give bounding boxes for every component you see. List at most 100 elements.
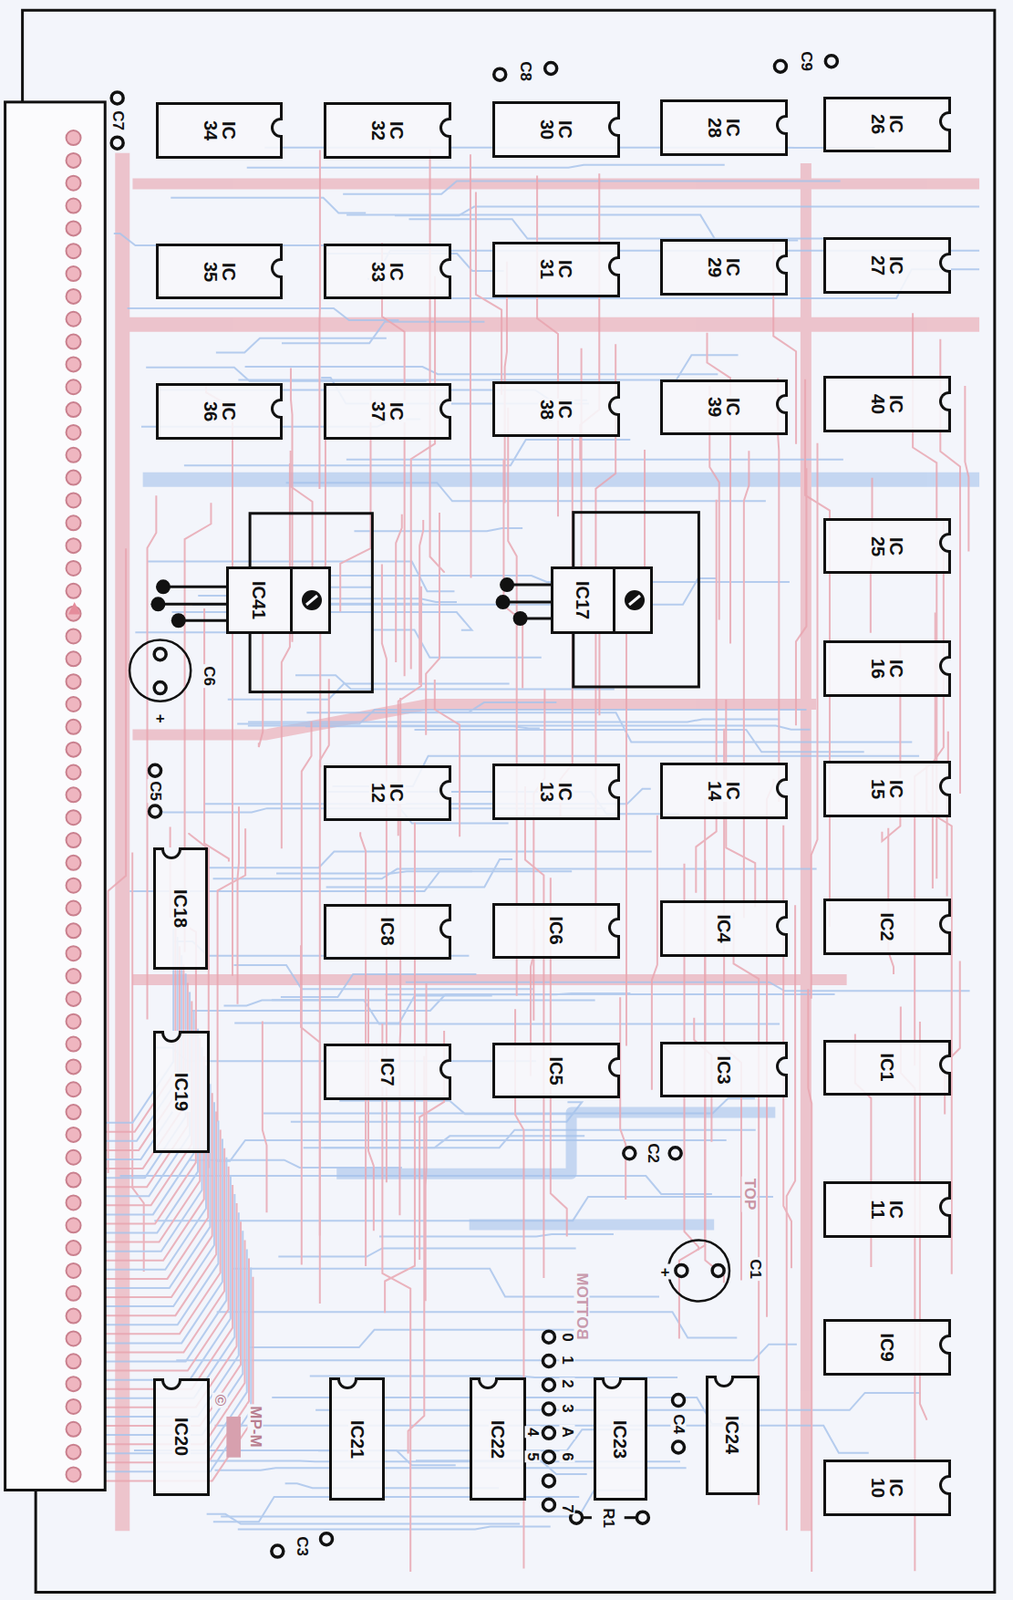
trace xyxy=(247,165,725,168)
trace xyxy=(342,181,840,195)
ic-label: IC 27 xyxy=(868,254,906,277)
trace xyxy=(248,718,780,722)
ic-label: IC41 xyxy=(249,579,269,621)
part-label: C5 xyxy=(147,778,164,803)
ic-package: IC 10 xyxy=(823,1458,951,1516)
pin1-notch xyxy=(939,532,951,553)
trace xyxy=(213,868,817,879)
finger-pad xyxy=(66,764,82,780)
ic-package: IC5 xyxy=(492,1042,621,1099)
signal-traces xyxy=(102,147,980,1572)
ic-label: IC 26 xyxy=(868,113,906,135)
ic-package: IC 27 xyxy=(823,237,951,294)
ic-label: IC5 xyxy=(547,1054,566,1086)
solder-pad xyxy=(774,60,786,73)
ic-package: IC4 xyxy=(660,899,788,957)
pin1-notch xyxy=(608,917,621,938)
pin1-notch xyxy=(775,915,788,936)
finger-pad xyxy=(66,628,82,643)
trace xyxy=(385,702,557,713)
solder-pad xyxy=(542,1426,555,1438)
trace xyxy=(414,729,865,752)
ic-label: IC9 xyxy=(878,1331,897,1362)
trace xyxy=(237,709,807,724)
pin1-notch xyxy=(939,1196,951,1217)
finger-pad xyxy=(66,1194,82,1210)
jumper-number: 3 xyxy=(559,1401,576,1414)
trace xyxy=(102,1211,239,1417)
solder-pad xyxy=(672,1440,685,1453)
pin1-notch xyxy=(161,1030,182,1043)
screw-head xyxy=(624,589,645,610)
trace xyxy=(394,206,980,217)
screw-head xyxy=(301,589,322,610)
solder-pad xyxy=(675,1263,688,1276)
pin1-notch xyxy=(161,847,182,859)
pin1-notch xyxy=(270,258,283,279)
ic-package: IC 29 xyxy=(660,238,788,296)
finger-pad xyxy=(66,1444,82,1459)
ic-label: IC7 xyxy=(378,1055,397,1086)
ic-label: IC 39 xyxy=(705,395,743,418)
finger-pad xyxy=(66,1308,82,1324)
jumper-number: 0 xyxy=(559,1330,576,1343)
pin1-notch xyxy=(439,398,452,419)
part-label: R1 xyxy=(599,1505,616,1530)
power-trace xyxy=(800,163,812,1530)
ic-label: IC2 xyxy=(878,910,897,941)
ic-package: IC21 xyxy=(329,1376,386,1499)
finger-pad xyxy=(66,492,82,507)
ic-label: IC6 xyxy=(547,915,566,946)
ic-label: IC 32 xyxy=(369,119,406,142)
ic-package: IC24 xyxy=(705,1374,760,1495)
resistor-lead xyxy=(582,1515,592,1519)
ic-package: IC 31 xyxy=(492,241,621,299)
ic-label: IC19 xyxy=(172,1071,191,1112)
ic-label: IC 36 xyxy=(201,400,238,423)
finger-pad xyxy=(66,786,82,802)
solder-pad xyxy=(154,682,166,694)
finger-pad xyxy=(66,809,82,825)
regulator-leg xyxy=(157,602,227,606)
voltage-regulator: IC17 xyxy=(550,566,653,634)
screw-slot xyxy=(306,595,318,605)
ic-package: IC 16 xyxy=(823,640,951,697)
finger-pad xyxy=(66,1081,82,1096)
screw-slot xyxy=(629,595,641,605)
pin1-notch xyxy=(939,391,951,412)
part-label: C7 xyxy=(109,108,125,133)
part-label: C9 xyxy=(797,49,814,73)
ic-label: IC 34 xyxy=(201,119,238,142)
trace xyxy=(127,308,400,321)
jumper-number: 4 xyxy=(525,1425,541,1437)
finger-pad xyxy=(66,1330,82,1345)
pin1-notch xyxy=(337,1376,358,1389)
solder-pad xyxy=(499,577,515,592)
ic-label: IC22 xyxy=(488,1417,507,1458)
pin1-notch xyxy=(939,913,951,934)
trace xyxy=(154,1196,774,1220)
trace xyxy=(248,1329,584,1347)
finger-pad xyxy=(66,1104,82,1119)
pin1-notch xyxy=(270,398,283,419)
ic-package: IC3 xyxy=(660,1041,788,1098)
trace xyxy=(339,1100,574,1115)
trace xyxy=(102,1001,192,1206)
ic-label: IC18 xyxy=(171,888,190,929)
part-label: C4 xyxy=(671,1411,687,1436)
solder-pad xyxy=(150,596,166,611)
trace xyxy=(290,1101,582,1122)
pin1-notch xyxy=(270,117,283,138)
jumper-number: 5 xyxy=(525,1449,541,1462)
trace xyxy=(795,467,807,725)
trace xyxy=(263,1097,755,1113)
pin1-notch xyxy=(439,779,452,800)
trace xyxy=(102,1184,233,1389)
trace xyxy=(425,512,440,735)
trace xyxy=(786,904,796,1530)
maker-logo xyxy=(226,1416,241,1458)
ic-label: IC 38 xyxy=(537,398,575,421)
ic-package: IC19 xyxy=(153,1030,210,1153)
finger-pad xyxy=(66,424,82,440)
finger-pad xyxy=(66,696,82,712)
